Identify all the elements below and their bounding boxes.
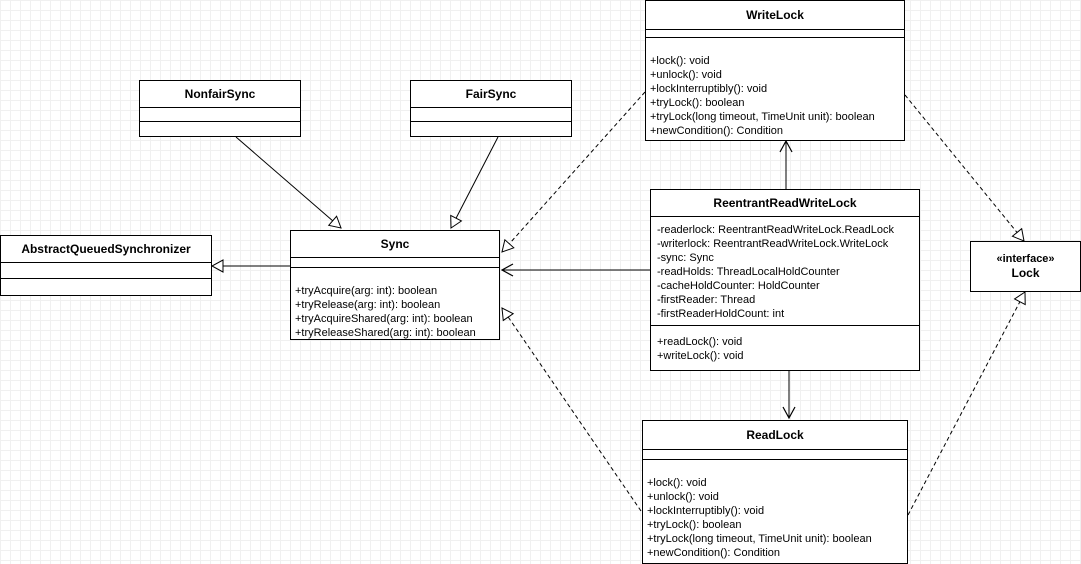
operation: +unlock(): void bbox=[650, 69, 722, 81]
edge-readlock-to-sync bbox=[501, 307, 642, 512]
operation: +tryRelease(arg: int): boolean bbox=[295, 299, 441, 311]
operation: +lockInterruptibly(): void bbox=[650, 83, 768, 95]
operation: +tryAcquireShared(arg: int): boolean bbox=[295, 313, 473, 325]
operation: +unlock(): void bbox=[647, 491, 719, 503]
class-fairsync[interactable]: FairSync bbox=[410, 80, 572, 137]
interface-lock-name: Lock bbox=[1011, 266, 1040, 280]
attribute: -writerlock: ReentrantReadWriteLock.Writ… bbox=[657, 238, 889, 250]
class-sync-operations: +tryAcquire(arg: int): boolean +tryRelea… bbox=[291, 268, 499, 340]
class-sync-attributes bbox=[291, 258, 499, 268]
operation: +newCondition(): Condition bbox=[647, 547, 780, 559]
class-reentrantreadwritelock[interactable]: ReentrantReadWriteLock -readerlock: Reen… bbox=[650, 189, 920, 371]
operation: +newCondition(): Condition bbox=[650, 125, 783, 137]
class-nonfairsync-attributes bbox=[140, 108, 300, 122]
operation: +tryAcquire(arg: int): boolean bbox=[295, 285, 438, 297]
class-readlock-operations: +lock(): void +unlock(): void +lockInter… bbox=[643, 460, 907, 560]
class-sync-name: Sync bbox=[291, 231, 499, 258]
class-writelock-name: WriteLock bbox=[646, 1, 904, 30]
interface-lock-header: «interface» Lock bbox=[971, 242, 1080, 291]
interface-lock[interactable]: «interface» Lock bbox=[970, 241, 1081, 292]
operation: +tryLock(): boolean bbox=[650, 97, 745, 109]
class-aqs-attributes bbox=[1, 263, 211, 279]
edge-writelock-to-sync bbox=[501, 91, 646, 253]
attribute: -cacheHoldCounter: HoldCounter bbox=[657, 280, 820, 292]
operation: +writeLock(): void bbox=[657, 350, 744, 362]
class-sync[interactable]: Sync +tryAcquire(arg: int): boolean +try… bbox=[290, 230, 500, 340]
edge-fairsync-extends-sync bbox=[450, 136, 499, 229]
edge-nonfairsync-extends-sync bbox=[235, 136, 342, 229]
class-writelock-attributes bbox=[646, 30, 904, 38]
attribute: -firstReader: Thread bbox=[657, 294, 756, 306]
operation: +lock(): void bbox=[650, 55, 710, 67]
class-readlock[interactable]: ReadLock +lock(): void +unlock(): void +… bbox=[642, 420, 908, 564]
class-rrwl-attributes: -readerlock: ReentrantReadWriteLock.Read… bbox=[651, 217, 919, 326]
class-readlock-name: ReadLock bbox=[643, 421, 907, 450]
edge-writelock-implements-lock bbox=[904, 94, 1025, 242]
class-writelock-operations: +lock(): void +unlock(): void +lockInter… bbox=[646, 38, 904, 138]
operation: +tryReleaseShared(arg: int): boolean bbox=[295, 327, 476, 339]
class-fairsync-name: FairSync bbox=[411, 81, 571, 108]
operation: +lockInterruptibly(): void bbox=[647, 505, 765, 517]
class-abstractqueuedsynchronizer[interactable]: AbstractQueuedSynchronizer bbox=[0, 235, 212, 296]
edge-readlock-implements-lock bbox=[907, 291, 1026, 516]
operation: +tryLock(): boolean bbox=[647, 519, 742, 531]
class-rrwl-operations: +readLock(): void +writeLock(): void bbox=[651, 326, 919, 363]
class-aqs-name: AbstractQueuedSynchronizer bbox=[1, 236, 211, 263]
attribute: -sync: Sync bbox=[657, 252, 714, 264]
attribute: -readHolds: ThreadLocalHoldCounter bbox=[657, 266, 840, 278]
class-fairsync-attributes bbox=[411, 108, 571, 122]
interface-stereotype: «interface» bbox=[996, 253, 1055, 265]
operation: +readLock(): void bbox=[657, 336, 743, 348]
attribute: -readerlock: ReentrantReadWriteLock.Read… bbox=[657, 224, 895, 236]
class-nonfairsync[interactable]: NonfairSync bbox=[139, 80, 301, 137]
class-rrwl-name: ReentrantReadWriteLock bbox=[651, 190, 919, 217]
attribute: -firstReaderHoldCount: int bbox=[657, 308, 785, 320]
class-nonfairsync-name: NonfairSync bbox=[140, 81, 300, 108]
class-writelock[interactable]: WriteLock +lock(): void +unlock(): void … bbox=[645, 0, 905, 141]
operation: +tryLock(long timeout, TimeUnit unit): b… bbox=[647, 533, 872, 545]
class-readlock-attributes bbox=[643, 450, 907, 460]
operation: +tryLock(long timeout, TimeUnit unit): b… bbox=[650, 111, 875, 123]
operation: +lock(): void bbox=[647, 477, 707, 489]
